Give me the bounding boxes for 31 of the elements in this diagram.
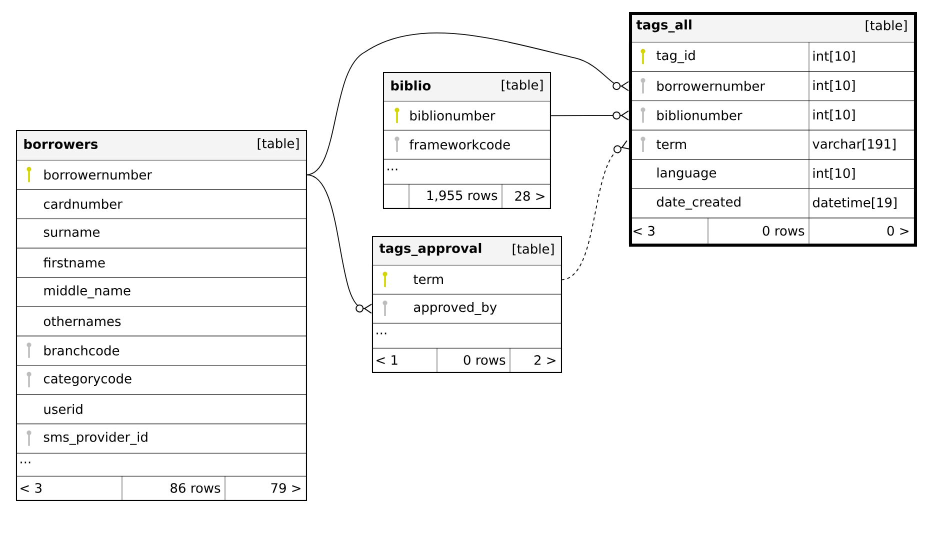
table-footer: < 3 0 rows 0 > <box>629 218 914 244</box>
table-row: ... <box>16 452 306 476</box>
table-row: ... <box>372 323 562 348</box>
relationship-line <box>550 110 630 120</box>
table-row: branchcode <box>16 336 306 366</box>
relationship-line <box>306 174 372 314</box>
table-footer: < 3 86 rows 79 > <box>16 476 306 500</box>
table-row: sms_provider_id <box>16 424 306 454</box>
table-row: biblionumber <box>383 101 550 130</box>
table-row: approved_by <box>372 294 562 324</box>
relationship-line <box>560 140 631 280</box>
table-footer: 1,955 rows 28 > <box>383 184 550 208</box>
table-row: date_created datetime[19] <box>629 188 914 218</box>
table-row: frameworkcode <box>383 130 550 160</box>
table-row: borrowernumber int[10] <box>629 71 914 101</box>
table-row: surname <box>16 218 306 248</box>
table-row: term <box>372 265 562 294</box>
table-row: cardnumber <box>16 189 306 219</box>
table-row: userid <box>16 394 306 424</box>
table-row: othernames <box>16 306 306 336</box>
table-row: language int[10] <box>629 159 914 189</box>
relationship-line <box>306 32 630 176</box>
table-row: categorycode <box>16 365 306 395</box>
table-row: ... <box>383 159 550 184</box>
table-row: term varchar[191] <box>629 130 914 160</box>
table-row: middle_name <box>16 277 306 307</box>
table-row: tag_id int[10] <box>629 42 914 72</box>
table-row: borrowernumber <box>16 160 306 190</box>
table-row: firstname <box>16 248 306 278</box>
table-row: biblionumber int[10] <box>629 100 914 130</box>
table-footer: < 1 0 rows 2 > <box>372 348 562 372</box>
